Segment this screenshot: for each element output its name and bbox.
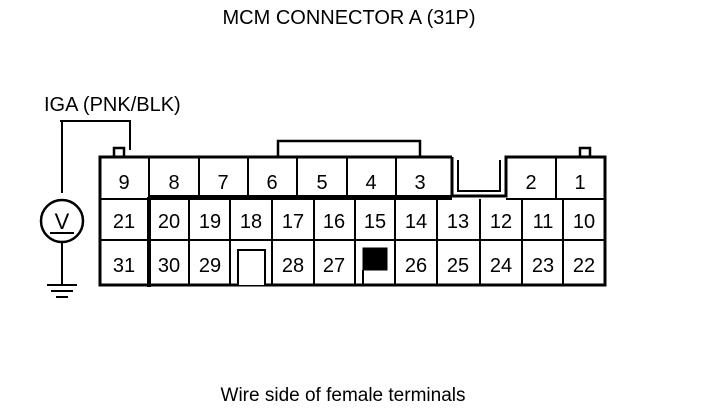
blocked-cavity-icon [362,247,388,271]
pin-8: 8 [168,172,179,194]
pin-4: 4 [365,172,376,194]
pin-14: 14 [405,211,427,233]
connector-separators [147,195,452,287]
ground-icon [47,242,77,298]
pin-19: 19 [199,211,221,233]
pin-25: 25 [447,255,469,277]
voltmeter-symbol: V [55,209,70,234]
pin-27: 27 [323,255,345,277]
probe-wire [60,120,131,193]
diagram-title: MCM CONNECTOR A (31P) [223,7,476,29]
pin-16: 16 [323,211,345,233]
pin-17: 17 [282,211,304,233]
pin-3: 3 [414,172,425,194]
pin-23: 23 [532,255,554,277]
pin-24: 24 [490,255,512,277]
pin-18: 18 [240,211,262,233]
pin-29: 29 [199,255,221,277]
probe-label: IGA (PNK/BLK) [44,94,181,116]
pin-31: 31 [113,255,135,277]
pin-9: 9 [118,172,129,194]
voltmeter-icon: V [39,198,85,244]
pin-2: 2 [525,172,536,194]
pin-12: 12 [490,211,512,233]
pin-30: 30 [158,255,180,277]
pin-5: 5 [316,172,327,194]
empty-cavity [237,249,266,285]
pin-7: 7 [217,172,228,194]
pin-10: 10 [573,211,595,233]
pin-20: 20 [158,211,180,233]
pin-13: 13 [447,211,469,233]
pin-26: 26 [405,255,427,277]
pin-15: 15 [364,211,386,233]
diagram-caption: Wire side of female terminals [221,385,466,406]
pin-6: 6 [266,172,277,194]
pin-21: 21 [113,211,135,233]
pin-28: 28 [282,255,304,277]
pin-11: 11 [533,211,554,233]
pin-22: 22 [573,255,595,277]
connector-grid [100,157,605,285]
pin-1: 1 [574,172,585,194]
